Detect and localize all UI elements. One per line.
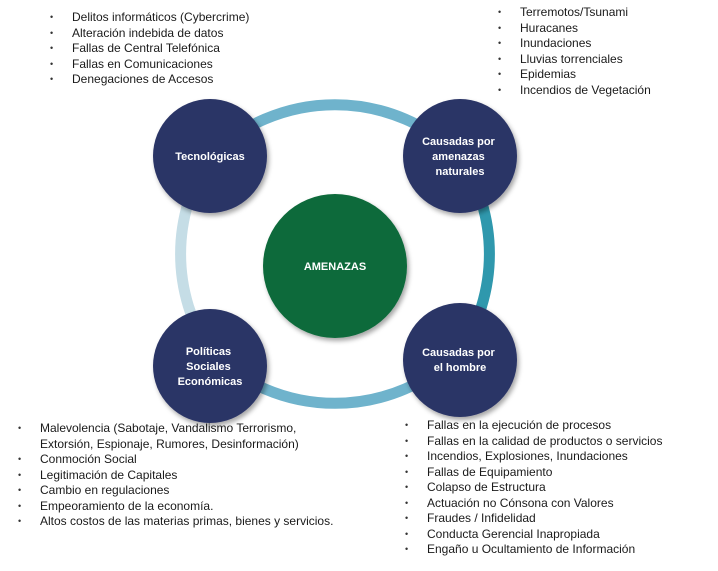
node-line: Económicas — [178, 376, 243, 388]
node-line: Tecnológicas — [175, 151, 244, 163]
node-circle-human — [403, 303, 517, 417]
list-item: Fallas en la ejecución de procesos — [405, 418, 715, 434]
list-item: Epidemias — [498, 67, 713, 83]
list-item: Fallas en Comunicaciones — [50, 57, 350, 73]
list-item: Lluvias torrenciales — [498, 52, 713, 68]
list-item: Fallas de Central Telefónica — [50, 41, 350, 57]
list-politicas: Malevolencia (Sabotaje, Vandalismo Terro… — [18, 421, 348, 530]
list-item: Fallas de Equipamiento — [405, 465, 715, 481]
node-label-human: Causadas por el hombre — [422, 347, 498, 374]
list-item: Fraudes / Infidelidad — [405, 511, 715, 527]
node-line: Causadas por — [422, 347, 495, 359]
list-tecnologicas: Delitos informáticos (Cybercrime) Altera… — [50, 10, 350, 88]
node-circle-social — [153, 309, 267, 423]
list-item: Incendios, Explosiones, Inundaciones — [405, 449, 715, 465]
node-tecnologicas: Tecnológicas — [153, 99, 267, 213]
list-item: Malevolencia (Sabotaje, Vandalismo Terro… — [18, 421, 348, 452]
node-circle-tech — [153, 99, 267, 213]
list-item: Legitimación de Capitales — [18, 468, 348, 484]
node-label-natural: Causadas por amenazas naturales — [422, 136, 498, 178]
node-line: Sociales — [186, 361, 231, 373]
node-circle-natural — [403, 99, 517, 213]
center-label: AMENAZAS — [304, 261, 366, 273]
node-line: el hombre — [434, 362, 487, 374]
node-politicas: Políticas Sociales Económicas — [153, 309, 267, 423]
list-item: Incendios de Vegetación — [498, 83, 713, 99]
list-item: Conducta Gerencial Inapropiada — [405, 527, 715, 543]
list-hombre: Fallas en la ejecución de procesos Falla… — [405, 418, 715, 558]
list-item: Alteración indebida de datos — [50, 26, 350, 42]
node-line: Políticas — [186, 346, 231, 358]
node-naturales: Causadas por amenazas naturales — [403, 99, 517, 213]
node-line: amenazas — [432, 151, 485, 163]
list-item: Fallas en la calidad de productos o serv… — [405, 434, 715, 450]
center-circle — [263, 194, 407, 338]
list-item: Huracanes — [498, 21, 713, 37]
node-line: Causadas por — [422, 136, 495, 148]
list-item: Cambio en regulaciones — [18, 483, 348, 499]
node-hombre: Causadas por el hombre — [403, 303, 517, 417]
node-label-social: Políticas Sociales Económicas — [178, 346, 243, 388]
list-naturales: Terremotos/Tsunami Huracanes Inundacione… — [498, 5, 713, 98]
list-item: Conmoción Social — [18, 452, 348, 468]
list-item: Altos costos de las materias primas, bie… — [18, 514, 348, 530]
node-label-tech: Tecnológicas — [175, 151, 244, 163]
list-item: Engaño u Ocultamiento de Información — [405, 542, 715, 558]
list-item: Delitos informáticos (Cybercrime) — [50, 10, 350, 26]
node-line: naturales — [436, 166, 485, 178]
list-item: Actuación no Cónsona con Valores — [405, 496, 715, 512]
list-item: Inundaciones — [498, 36, 713, 52]
list-item: Empeoramiento de la economía. — [18, 499, 348, 515]
list-item: Colapso de Estructura — [405, 480, 715, 496]
list-item: Denegaciones de Accesos — [50, 72, 350, 88]
center-node: AMENAZAS — [263, 194, 407, 338]
list-item: Terremotos/Tsunami — [498, 5, 713, 21]
